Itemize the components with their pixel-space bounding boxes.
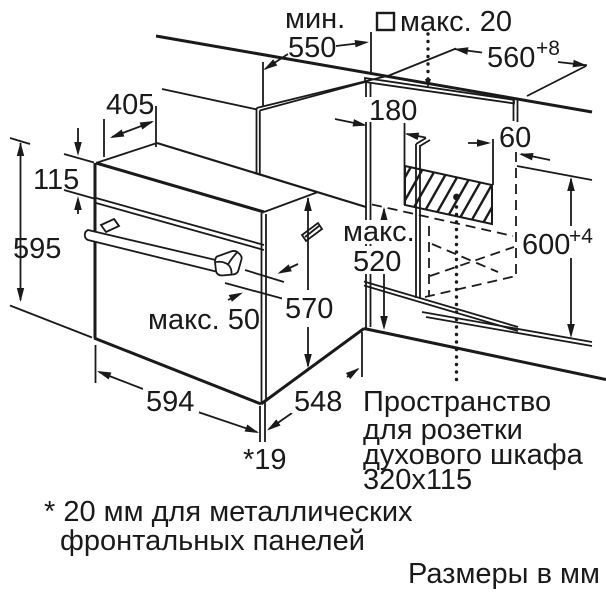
svg-text:115: 115: [33, 164, 79, 196]
svg-text:570: 570: [285, 293, 333, 325]
svg-text:180: 180: [369, 95, 417, 127]
svg-text:560: 560: [487, 42, 535, 74]
svg-text:+8: +8: [536, 37, 560, 60]
svg-text:* 20 мм для металлических: * 20 мм для металлических: [44, 496, 413, 528]
svg-text:фронтальных панелей: фронтальных панелей: [60, 525, 365, 557]
svg-text:600: 600: [522, 229, 570, 261]
svg-text:+4: +4: [569, 225, 593, 248]
svg-text:Размеры в мм: Размеры в мм: [408, 558, 600, 590]
svg-text:60: 60: [499, 122, 531, 154]
svg-text:548: 548: [294, 386, 342, 418]
svg-text:550: 550: [288, 32, 336, 64]
svg-text:духового шкафа: духового шкафа: [363, 439, 584, 471]
svg-text:для розетки: для розетки: [363, 414, 523, 446]
svg-text:594: 594: [146, 386, 194, 418]
svg-text:405: 405: [106, 89, 154, 121]
svg-text:Пространство: Пространство: [363, 386, 551, 418]
svg-text:*19: *19: [243, 444, 287, 476]
svg-text:320x115: 320x115: [363, 464, 472, 496]
svg-text:макс. 50: макс. 50: [148, 304, 260, 336]
svg-text:макс.: макс.: [343, 216, 415, 248]
svg-text:макс. 20: макс. 20: [400, 6, 512, 38]
svg-text:520: 520: [353, 246, 401, 278]
svg-text:мин.: мин.: [285, 3, 345, 35]
svg-text:595: 595: [13, 233, 61, 265]
